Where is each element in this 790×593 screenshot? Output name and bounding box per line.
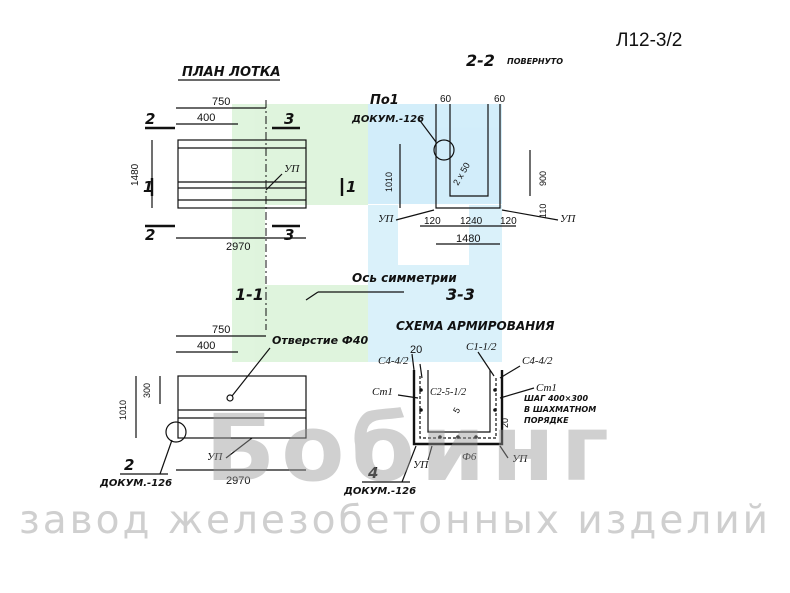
watermark-subtitle: завод железобетонных изделий xyxy=(18,498,772,543)
section-11-title: 1-1 xyxy=(235,285,264,304)
section-22-doc: ДОКУМ.-126 xyxy=(351,114,424,125)
section-11-up: УП xyxy=(207,451,223,463)
axis-label: Ось симметрии xyxy=(352,271,457,285)
plan-dim-inner: 400 xyxy=(197,112,215,124)
section-33-up-left: УП xyxy=(413,459,429,471)
section-11-dim-length: 2970 xyxy=(226,475,250,487)
section-33-subtitle: СХЕМА АРМИРОВАНИЯ xyxy=(396,319,554,333)
section-33-step-1: ШАГ 400×300 xyxy=(524,394,588,403)
plan-view: ПЛАН ЛОТКА 750 400 1480 2970 2 3 1 1 2 3… xyxy=(130,65,356,330)
section-22-dim-inner: 900 xyxy=(538,171,548,186)
section-22-dim-total: 1480 xyxy=(456,233,480,245)
section-33-title: 3-3 xyxy=(446,285,475,304)
section-22-dim-bm: 1240 xyxy=(460,216,483,227)
section-33-doc: ДОКУМ.-126 xyxy=(343,486,416,497)
section-33-c4-left: С4-4/2 xyxy=(378,355,409,367)
plan-cut-2-top: 2 xyxy=(145,110,155,128)
section-11-doc: ДОКУМ.-126 xyxy=(99,478,172,489)
section-22-callout: По1 xyxy=(370,93,399,108)
plan-label-up: УП xyxy=(284,163,300,175)
section-3-3: 3-3 СХЕМА АРМИРОВАНИЯ 20 С4-4/2 С1-1/2 С… xyxy=(343,285,596,497)
section-22-dim-bl: 120 xyxy=(424,216,441,227)
plan-cut-1-right: 1 xyxy=(346,178,356,196)
plan-cut-3-bottom: 3 xyxy=(284,226,294,244)
plan-cut-1-left: 1 xyxy=(143,178,153,196)
sheet-code: Л12-3/2 xyxy=(616,30,683,51)
section-1-1: 1-1 750 400 Отверстие Ф40 300 1010 2 ДОК… xyxy=(99,285,368,489)
section-33-up-right: УП xyxy=(512,453,528,465)
section-33-f6: Ф6 xyxy=(462,451,477,463)
plan-dim-length: 2970 xyxy=(226,241,250,253)
section-11-dim-side: 300 xyxy=(142,383,152,398)
section-22-up-right: УП xyxy=(560,213,576,225)
plan-cut-3-top: 3 xyxy=(284,110,294,128)
section-33-dim-side: 20 xyxy=(500,418,510,428)
section-11-mark: 2 xyxy=(124,456,134,474)
section-33-dim-slope: 5 xyxy=(451,406,462,415)
section-22-note: ПОВЕРНУТО xyxy=(507,57,563,66)
section-11-dim-height: 1010 xyxy=(118,400,128,420)
section-33-c2: С2-5-1/2 xyxy=(430,387,466,398)
section-33-step-3: ПОРЯДКЕ xyxy=(524,416,569,425)
section-33-step-2: В ШАХМАТНОМ xyxy=(524,405,596,414)
section-2-2: 2-2 ПОВЕРНУТО По1 ДОКУМ.-126 60 60 1010 … xyxy=(351,51,576,245)
section-22-up-left: УП xyxy=(378,213,394,225)
section-33-st1-right: Ст1 xyxy=(536,382,557,394)
watermark-logo xyxy=(232,104,502,362)
section-11-hole: Отверстие Ф40 xyxy=(272,334,368,347)
section-22-dim-tl: 60 xyxy=(440,94,452,105)
plan-dim-height: 1480 xyxy=(130,163,141,186)
section-11-dim-top: 750 xyxy=(212,324,230,336)
section-33-c4-right: С4-4/2 xyxy=(522,355,553,367)
section-33-dim-top: 20 xyxy=(410,344,422,356)
section-22-title: 2-2 xyxy=(466,51,495,70)
section-22-dim-height: 1010 xyxy=(384,172,394,192)
section-22-dim-right: 110 xyxy=(538,204,548,218)
plan-title: ПЛАН ЛОТКА xyxy=(182,65,281,80)
section-33-st1-left: Ст1 xyxy=(372,386,393,398)
section-33-mark: 4 xyxy=(367,464,378,482)
section-33-c1: С1-1/2 xyxy=(466,341,497,353)
section-22-dim-br: 120 xyxy=(500,216,517,227)
section-22-dim-tr: 60 xyxy=(494,94,506,105)
section-11-dim-inner: 400 xyxy=(197,340,215,352)
plan-cut-2-bottom: 2 xyxy=(145,226,155,244)
watermark-brand: Бобинг xyxy=(205,395,615,502)
plan-dim-top: 750 xyxy=(212,96,230,108)
symmetry-axis: Ось симметрии xyxy=(305,271,457,301)
